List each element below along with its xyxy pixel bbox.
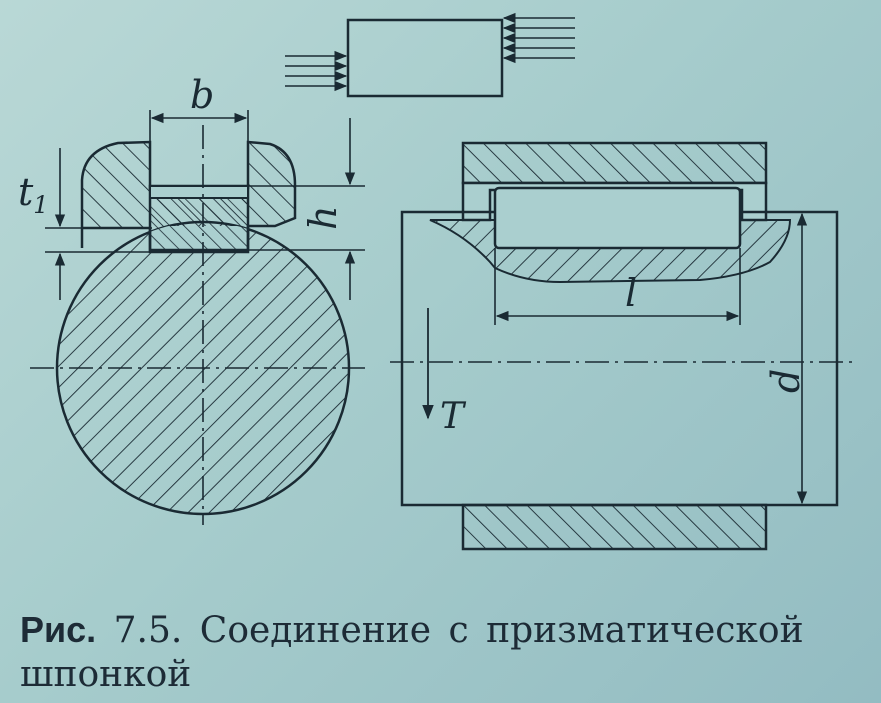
force-arrows-right <box>502 12 575 64</box>
dimension-h <box>248 118 365 300</box>
dimension-t1 <box>45 148 152 300</box>
caption-prefix: Рис. <box>20 609 97 650</box>
force-arrows-left <box>285 50 348 92</box>
longitudinal-view: l d T <box>390 141 855 551</box>
label-b: b <box>190 73 214 117</box>
key-joint-diagram: b t1 h l d <box>18 12 855 551</box>
label-d: d <box>764 369 808 393</box>
dimension-l <box>494 248 741 325</box>
figure-caption: Рис. 7.5. Соединение с призматической шп… <box>20 608 870 697</box>
label-h: h <box>301 206 345 230</box>
label-T: T <box>440 396 467 437</box>
hub-top-section <box>461 141 768 185</box>
caption-number: 7.5. <box>113 610 183 651</box>
label-l: l <box>625 271 637 315</box>
label-t1: t1 <box>18 170 49 219</box>
key-force-block <box>346 18 504 98</box>
caption-text: Соединение с призматической шпонкой <box>20 610 804 695</box>
hub-bottom-section <box>461 503 768 551</box>
dimension-b <box>149 110 249 186</box>
key-force-diagram <box>285 12 575 98</box>
cross-section-view: b t1 h <box>18 73 365 525</box>
key-longitudinal <box>493 186 742 250</box>
